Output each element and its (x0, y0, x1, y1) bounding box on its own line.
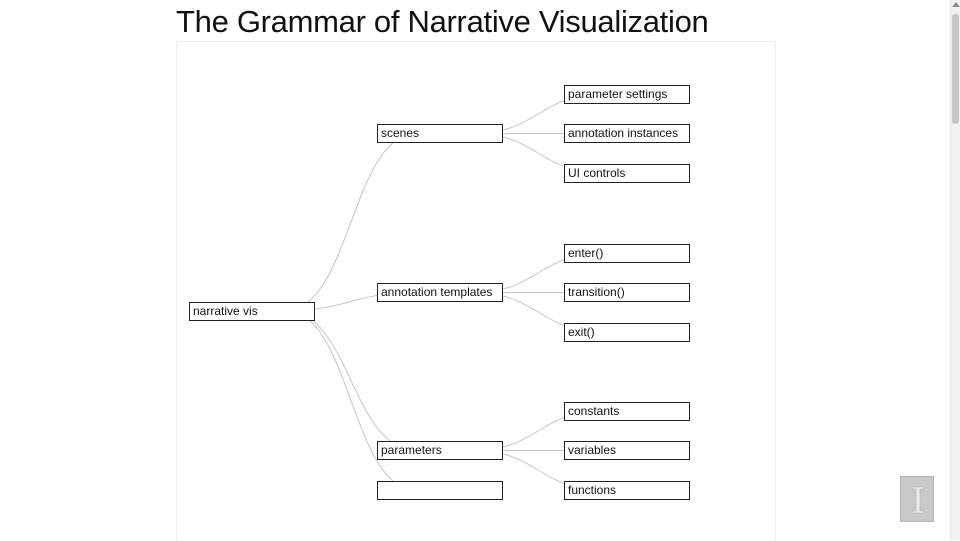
node-exit[interactable]: exit() (564, 322, 690, 342)
serif-i-logo-icon (911, 486, 925, 514)
node-variables[interactable]: variables (564, 441, 690, 460)
node-parameter-settings[interactable]: parameter settings (564, 84, 690, 104)
page-title: The Grammar of Narrative Visualization (176, 4, 709, 39)
node-annotation-templates[interactable]: annotation templates (377, 283, 503, 302)
node-parameters[interactable]: parameters (377, 441, 503, 460)
scrollbar-thumb[interactable] (952, 14, 959, 124)
scroll-up-arrow-icon[interactable] (952, 2, 960, 7)
node-constants[interactable]: constants (564, 401, 690, 421)
edge-root-to-parameters (284, 310, 418, 451)
node-scenes[interactable]: scenes (377, 124, 503, 143)
node-annotation-instances[interactable]: annotation instances (564, 124, 690, 143)
node-ui-controls[interactable]: UI controls (564, 163, 690, 183)
node-functions[interactable]: functions (564, 480, 690, 500)
corner-logo[interactable] (900, 476, 934, 522)
node-unlabeled[interactable] (377, 481, 503, 500)
node-enter[interactable]: enter() (564, 243, 690, 263)
vertical-scrollbar[interactable] (950, 0, 960, 540)
node-transition[interactable]: transition() (564, 283, 690, 302)
diagram-canvas: narrative vis scenes parameter settings ann… (176, 41, 776, 540)
node-narrative-vis[interactable]: narrative vis (189, 302, 315, 321)
edge-root-to-unlabeled (284, 310, 418, 491)
